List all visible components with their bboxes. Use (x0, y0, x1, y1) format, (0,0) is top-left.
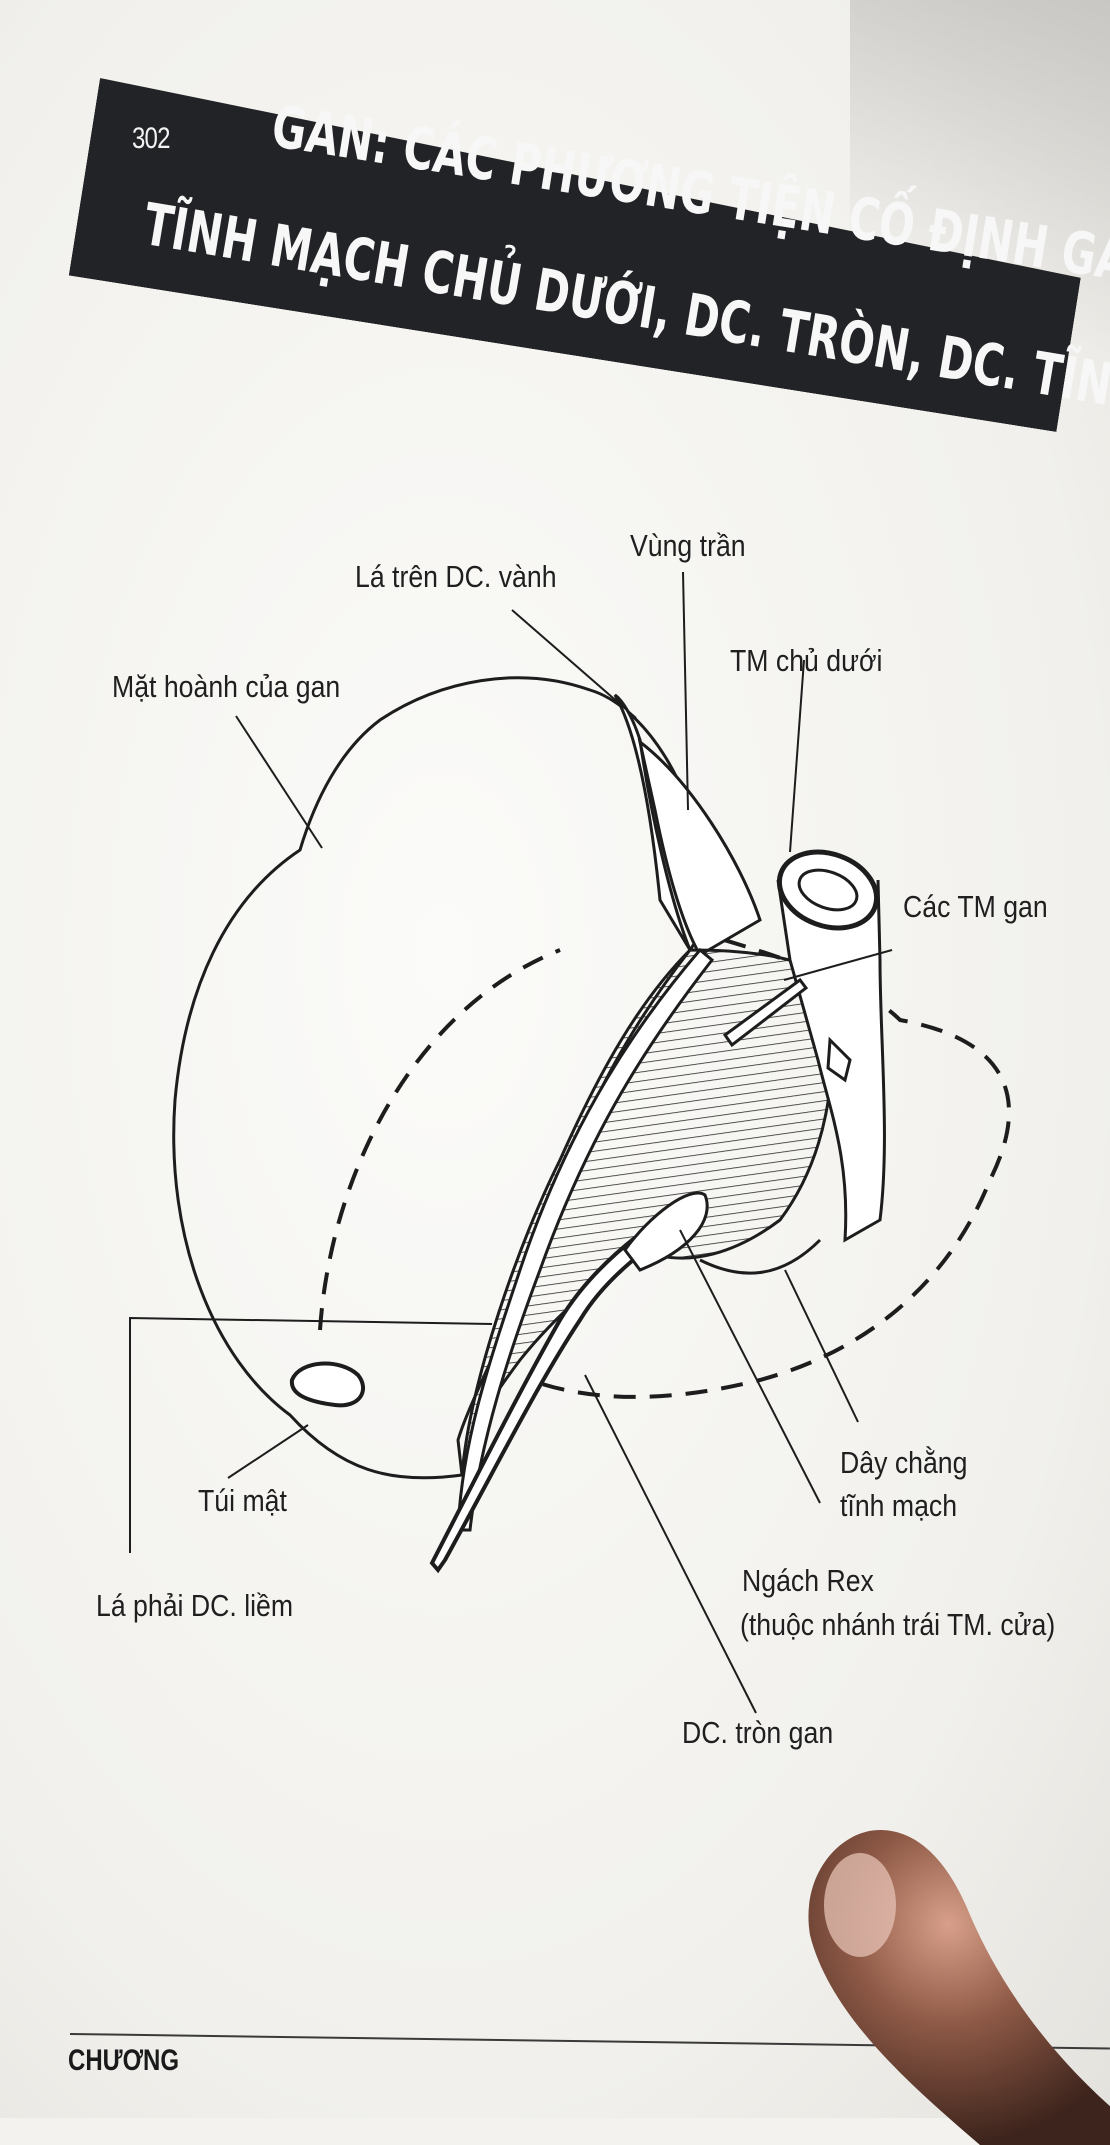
leader-cac-tm-gan (783, 949, 893, 981)
leader-ngach-rex (679, 1229, 821, 1504)
hepatic-vein-stub-2 (826, 1036, 852, 1083)
label-la-tren-dc-vanh: Lá trên DC. vành (355, 559, 557, 594)
label-tui-mat: Túi mật (198, 1483, 287, 1518)
label-vung-tran: Vùng trần (630, 528, 746, 563)
label-day-chang-line-1: Dây chằng (840, 1445, 968, 1480)
leader-vung-tran (682, 571, 689, 811)
label-tm-chu-duoi: TM chủ dưới (730, 643, 883, 678)
round-ligament (429, 1197, 704, 1574)
liver-illustration (129, 571, 1011, 1714)
visceral-lobe-dashed-outline (318, 928, 1011, 1399)
label-dc-tron-gan: DC. tròn gan (682, 1715, 834, 1750)
leader-tui-mat (227, 1424, 309, 1479)
ligamentum-venosum (699, 1238, 822, 1275)
label-la-phai-dc-liem: Lá phải DC. liềm (96, 1588, 294, 1623)
leader-la-phai-dc-liem (129, 1316, 493, 1553)
label-ngach-rex-line-1: Ngách Rex (742, 1563, 874, 1598)
hepatic-vein-stub (722, 977, 809, 1048)
leader-la-tren-dc-vanh (511, 609, 637, 719)
leader-mat-hoanh (235, 715, 323, 849)
footer-chapter: CHƯƠNG (68, 2044, 180, 2077)
leader-dc-tron (584, 1374, 757, 1714)
page-number: 302 (132, 122, 170, 155)
label-mat-hoanh: Mặt hoành của gan (112, 669, 341, 704)
coronary-ligament-upper-leaf (613, 693, 692, 951)
liver-diagram: Vùng trần Lá trên DC. vành Mặt hoành của… (0, 480, 1110, 1780)
gallbladder (289, 1361, 365, 1408)
rex-recess (623, 1191, 709, 1272)
fingertip-photo (808, 1830, 1110, 2145)
label-cac-tm-gan: Các TM gan (903, 889, 1048, 924)
leader-lines (129, 571, 893, 1714)
bare-area (637, 738, 762, 958)
falciform-ligament-strip (456, 947, 715, 1532)
leader-day-chang (784, 1269, 859, 1423)
label-ngach-rex-line-2: (thuộc nhánh trái TM. cửa) (740, 1607, 1056, 1642)
leader-tm-chu-duoi (789, 659, 805, 853)
label-day-chang-line-2: tĩnh mạch (840, 1488, 958, 1523)
